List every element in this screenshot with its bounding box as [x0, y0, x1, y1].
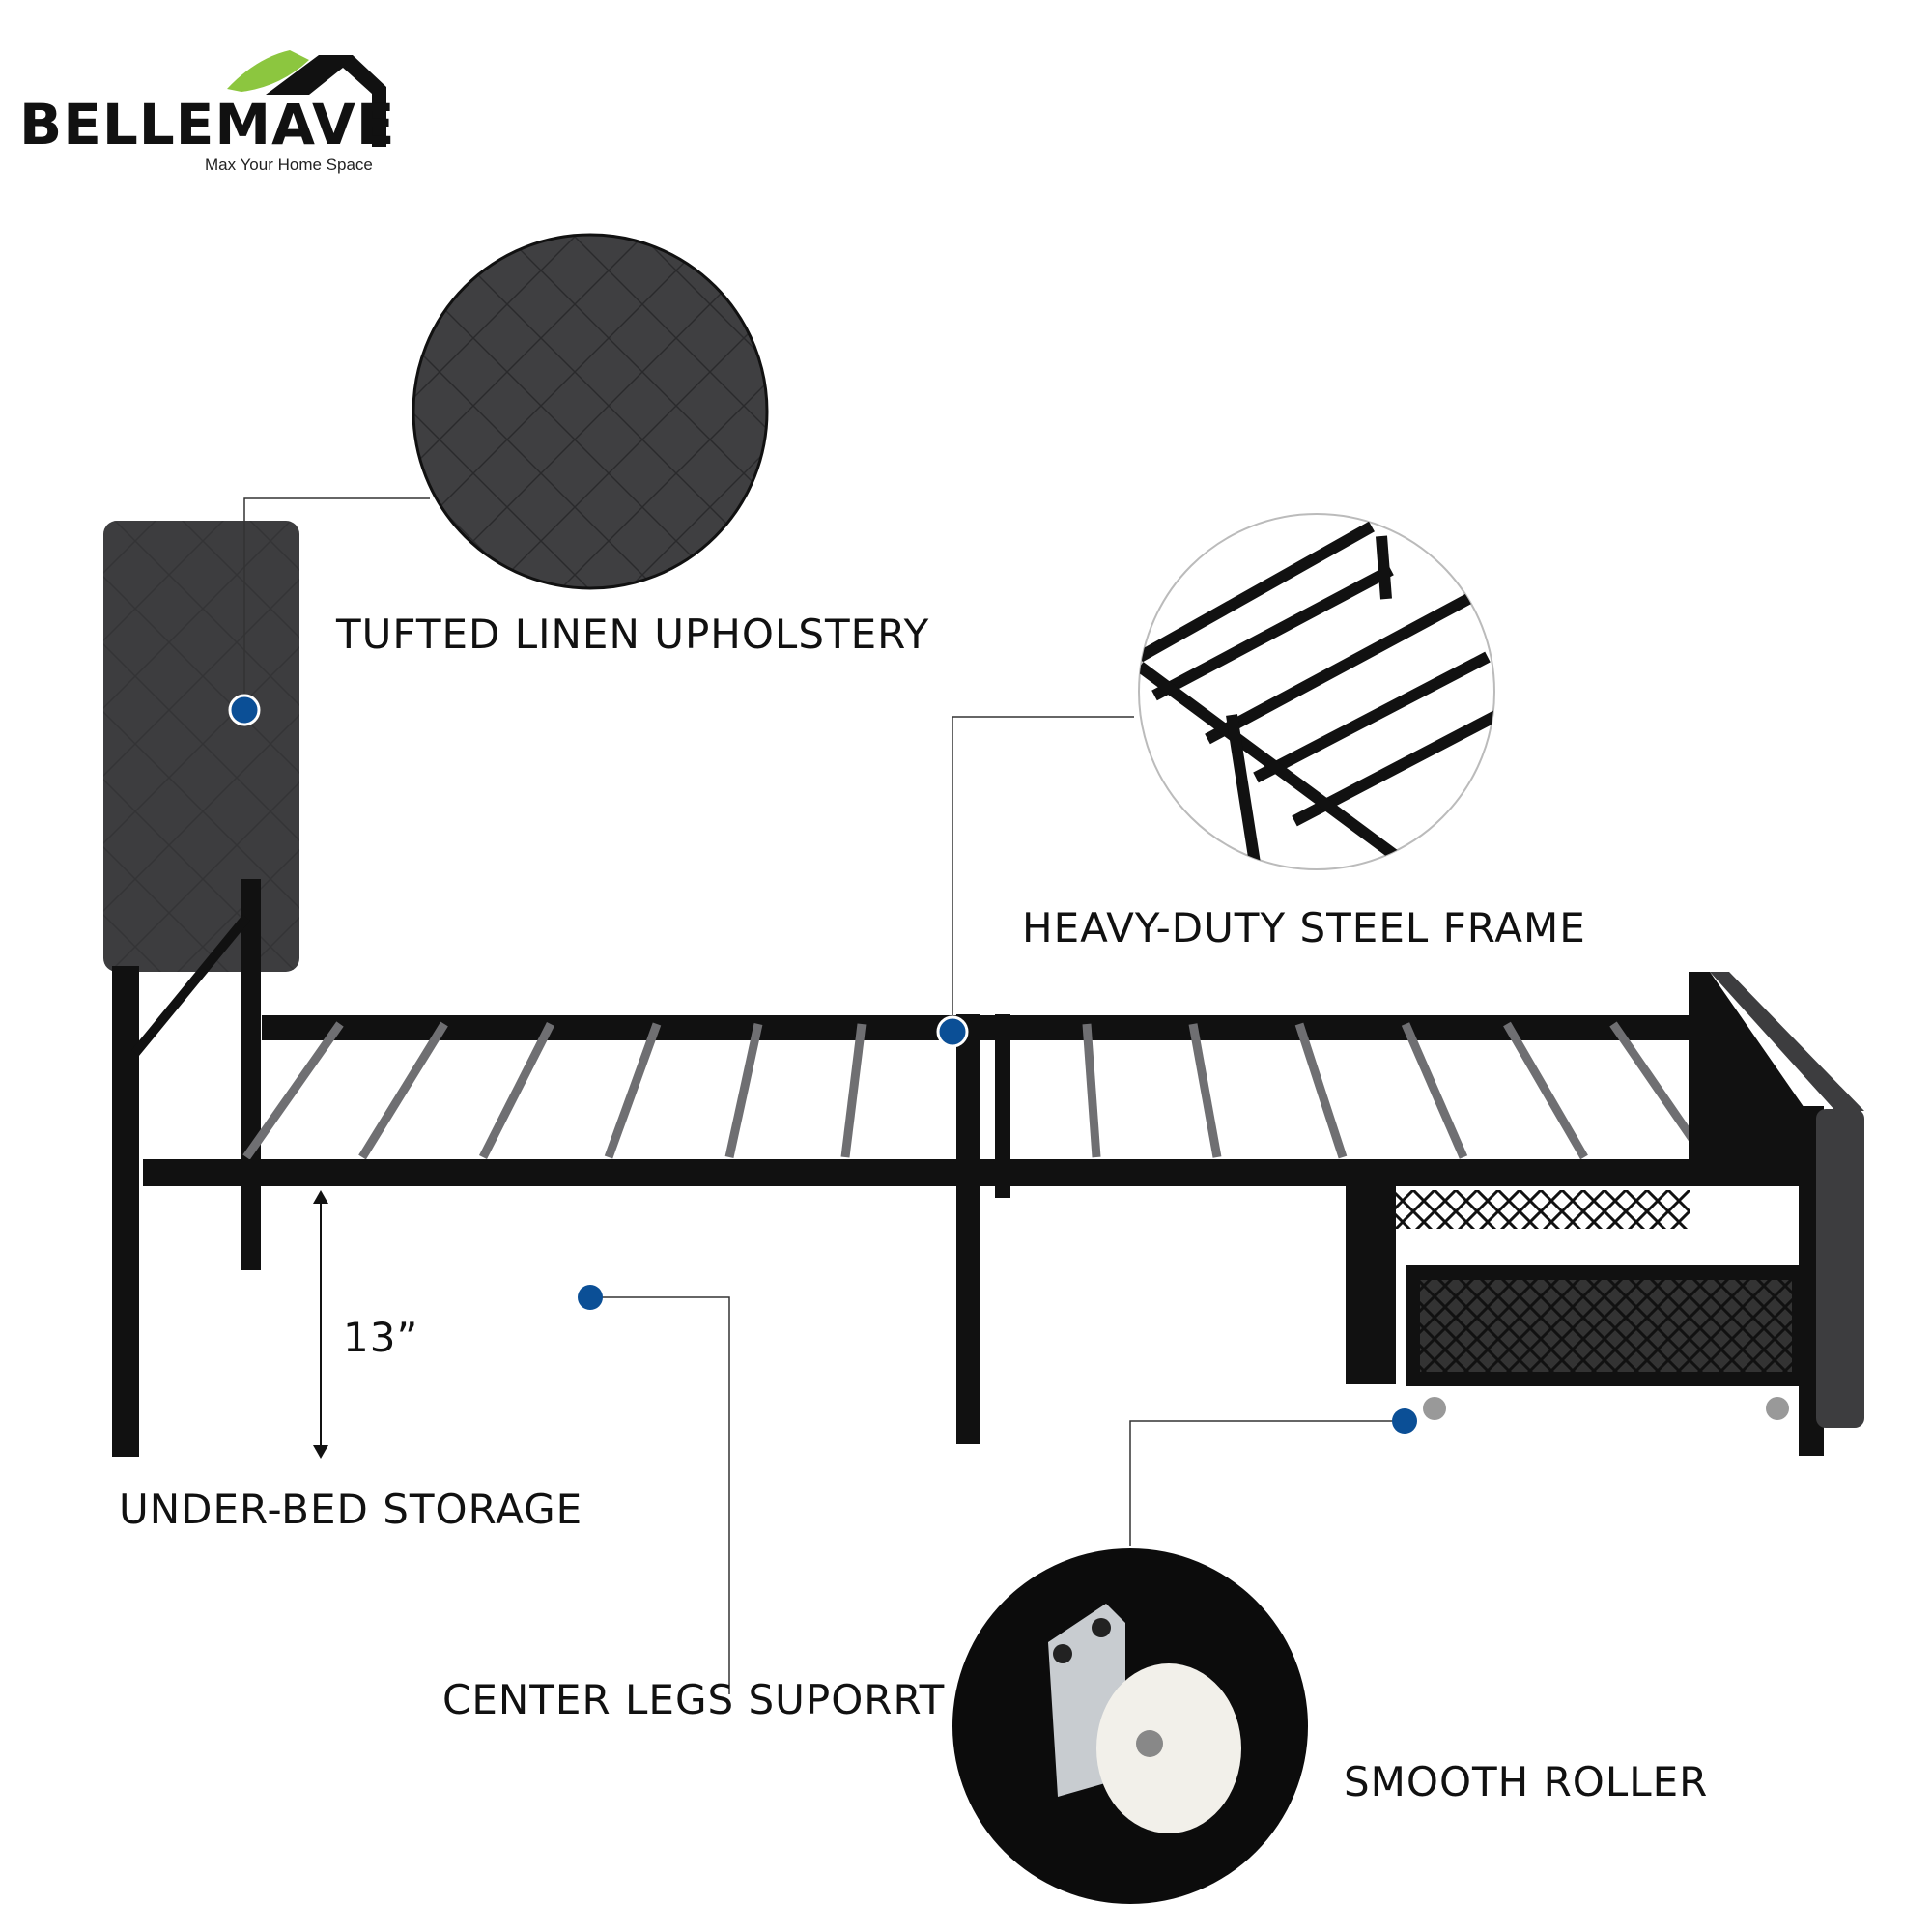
roller-label: SMOOTH ROLLER: [1344, 1758, 1709, 1805]
brand-name: BELLEMAVE: [19, 92, 396, 157]
storage-label: UNDER-BED STORAGE: [119, 1486, 583, 1533]
logo-leaf-icon: [227, 50, 309, 92]
upholstery-label: TUFTED LINEN UPHOLSTERY: [336, 611, 930, 658]
roller-dot: [1392, 1408, 1417, 1434]
bed-frame: [103, 521, 1864, 1457]
fabric-detail-image: [412, 233, 769, 590]
logo-house-icon: [266, 55, 386, 147]
roller-detail-image: [952, 1548, 1308, 1904]
frame-label: HEAVY-DUTY STEEL FRAME: [1022, 904, 1586, 952]
brand-logo: [227, 50, 386, 147]
center-legs-label: CENTER LEGS SUPORRT: [442, 1676, 946, 1723]
height-label: 13”: [343, 1314, 419, 1361]
frame-dot: [936, 1015, 969, 1048]
frame-detail-image: [1138, 513, 1495, 870]
height-dimension-arrow: [313, 1190, 328, 1459]
center-legs-dot: [578, 1285, 603, 1310]
brand-tagline: Max Your Home Space: [205, 156, 373, 174]
callout-dots: [228, 694, 1417, 1434]
leader-lines: [243, 497, 1405, 1694]
upholstery-dot: [228, 694, 261, 726]
